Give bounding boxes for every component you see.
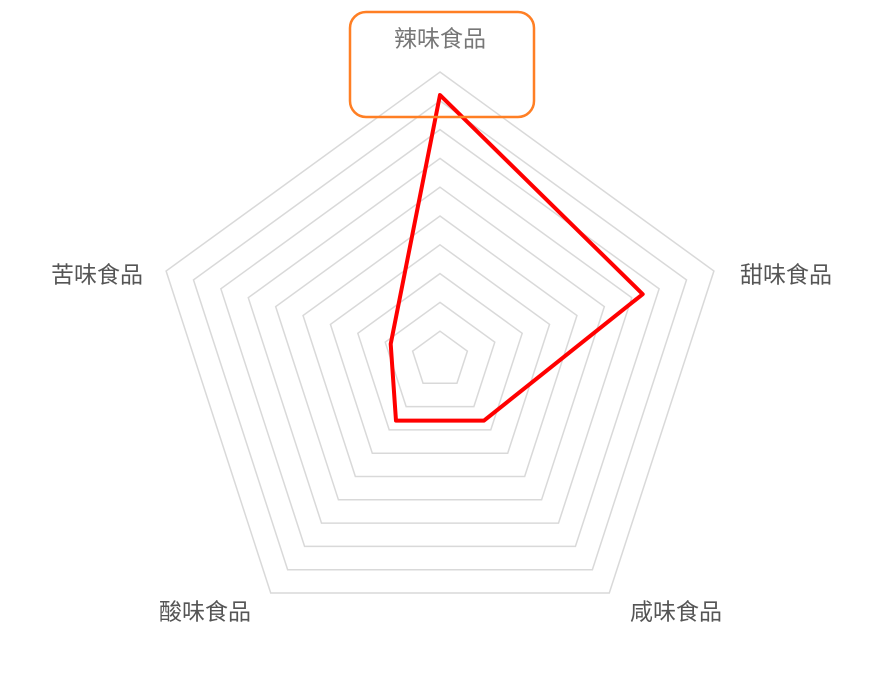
indicator-label: 咸味食品 — [630, 600, 722, 626]
indicator-label: 酸味食品 — [159, 600, 251, 626]
highlight-box — [348, 10, 536, 119]
indicator-label: 辣味食品 — [394, 27, 486, 53]
indicator-label: 苦味食品 — [51, 263, 143, 289]
grid-ring — [411, 330, 469, 385]
grid-ring — [192, 99, 688, 571]
series-line — [388, 93, 645, 423]
grid-ring — [384, 301, 496, 408]
grid-ring — [219, 128, 661, 548]
grid-ring — [274, 186, 606, 501]
indicator-label: 甜味食品 — [740, 263, 832, 289]
grid-ring — [165, 71, 715, 594]
grid-ring — [302, 215, 578, 478]
grid-ring — [356, 272, 524, 431]
grid-ring — [329, 243, 551, 454]
radar-grid — [165, 71, 715, 594]
grid-ring — [247, 157, 633, 524]
radar-series — [388, 93, 645, 423]
